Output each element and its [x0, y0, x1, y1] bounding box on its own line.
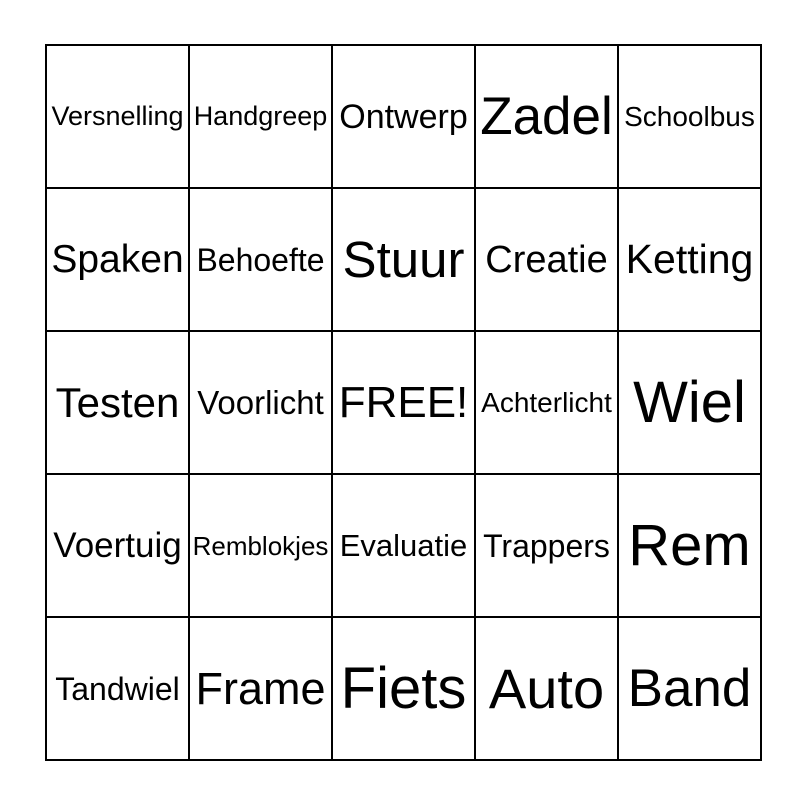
- bingo-cell-voertuig[interactable]: Voertuig: [45, 473, 190, 618]
- bingo-cell-versnelling[interactable]: Versnelling: [45, 44, 190, 189]
- bingo-cell-frame[interactable]: Frame: [188, 616, 333, 761]
- bingo-cell-handgreep[interactable]: Handgreep: [188, 44, 333, 189]
- bingo-cell-tandwiel[interactable]: Tandwiel: [45, 616, 190, 761]
- bingo-cell-spaken[interactable]: Spaken: [45, 187, 190, 332]
- bingo-row: Voertuig Remblokjes Evaluatie Trappers R…: [45, 473, 762, 618]
- bingo-row: Spaken Behoefte Stuur Creatie Ketting: [45, 187, 762, 332]
- bingo-cell-free-space[interactable]: FREE!: [331, 330, 476, 475]
- bingo-row: Versnelling Handgreep Ontwerp Zadel Scho…: [45, 44, 762, 189]
- bingo-cell-band[interactable]: Band: [617, 616, 762, 761]
- bingo-row: Testen Voorlicht FREE! Achterlicht Wiel: [45, 330, 762, 475]
- bingo-card-container: Versnelling Handgreep Ontwerp Zadel Scho…: [45, 44, 762, 761]
- bingo-cell-wiel[interactable]: Wiel: [617, 330, 762, 475]
- bingo-cell-zadel[interactable]: Zadel: [474, 44, 619, 189]
- bingo-card: Versnelling Handgreep Ontwerp Zadel Scho…: [45, 44, 762, 761]
- bingo-cell-auto[interactable]: Auto: [474, 616, 619, 761]
- bingo-cell-rem[interactable]: Rem: [617, 473, 762, 618]
- bingo-cell-fiets[interactable]: Fiets: [331, 616, 476, 761]
- bingo-cell-remblokjes[interactable]: Remblokjes: [188, 473, 333, 618]
- bingo-row: Tandwiel Frame Fiets Auto Band: [45, 616, 762, 761]
- bingo-cell-stuur[interactable]: Stuur: [331, 187, 476, 332]
- bingo-cell-creatie[interactable]: Creatie: [474, 187, 619, 332]
- bingo-grid: Versnelling Handgreep Ontwerp Zadel Scho…: [45, 44, 762, 761]
- bingo-cell-behoefte[interactable]: Behoefte: [188, 187, 333, 332]
- bingo-cell-evaluatie[interactable]: Evaluatie: [331, 473, 476, 618]
- bingo-cell-testen[interactable]: Testen: [45, 330, 190, 475]
- bingo-cell-ontwerp[interactable]: Ontwerp: [331, 44, 476, 189]
- bingo-cell-trappers[interactable]: Trappers: [474, 473, 619, 618]
- bingo-cell-voorlicht[interactable]: Voorlicht: [188, 330, 333, 475]
- bingo-cell-schoolbus[interactable]: Schoolbus: [617, 44, 762, 189]
- bingo-cell-ketting[interactable]: Ketting: [617, 187, 762, 332]
- bingo-cell-achterlicht[interactable]: Achterlicht: [474, 330, 619, 475]
